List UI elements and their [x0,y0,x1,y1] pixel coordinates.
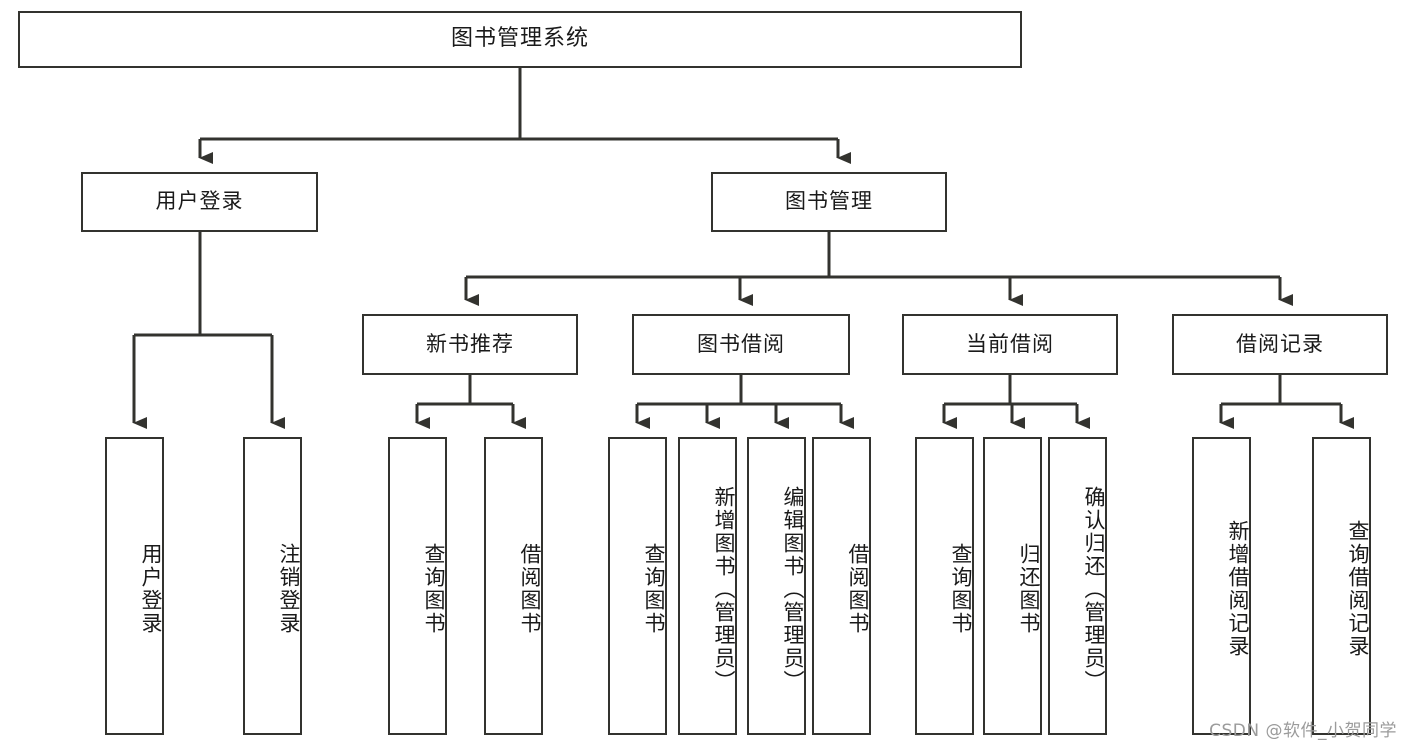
leaf-borrow-borrow-book[interactable]: 借阅图书 [812,437,871,735]
leaf-user-logout[interactable]: 注销登录 [243,437,302,735]
node-book-management[interactable]: 图书管理 [711,172,947,232]
leaf-record-query-borrow-record[interactable]: 查询借阅记录 [1312,437,1371,735]
leaf-recommend-borrow-book[interactable]: 借阅图书 [484,437,543,735]
node-borrow-record[interactable]: 借阅记录 [1172,314,1388,375]
watermark-text: CSDN @软件_小贺同学 [1209,721,1397,741]
leaf-borrow-add-book-admin[interactable]: 新增图书（管理员） [678,437,737,735]
leaf-record-add-borrow-record[interactable]: 新增借阅记录 [1192,437,1251,735]
leaf-current-confirm-return-admin[interactable]: 确认归还（管理员） [1048,437,1107,735]
node-book-borrow[interactable]: 图书借阅 [632,314,850,375]
node-root-system[interactable]: 图书管理系统 [18,11,1022,68]
node-current-borrow[interactable]: 当前借阅 [902,314,1118,375]
leaf-borrow-edit-book-admin[interactable]: 编辑图书（管理员） [747,437,806,735]
leaf-borrow-query-book[interactable]: 查询图书 [608,437,667,735]
leaf-recommend-query-book[interactable]: 查询图书 [388,437,447,735]
leaf-current-query-book[interactable]: 查询图书 [915,437,974,735]
leaf-user-login[interactable]: 用户登录 [105,437,164,735]
leaf-current-return-book[interactable]: 归还图书 [983,437,1042,735]
node-user-login[interactable]: 用户登录 [81,172,318,232]
node-new-book-recommend[interactable]: 新书推荐 [362,314,578,375]
